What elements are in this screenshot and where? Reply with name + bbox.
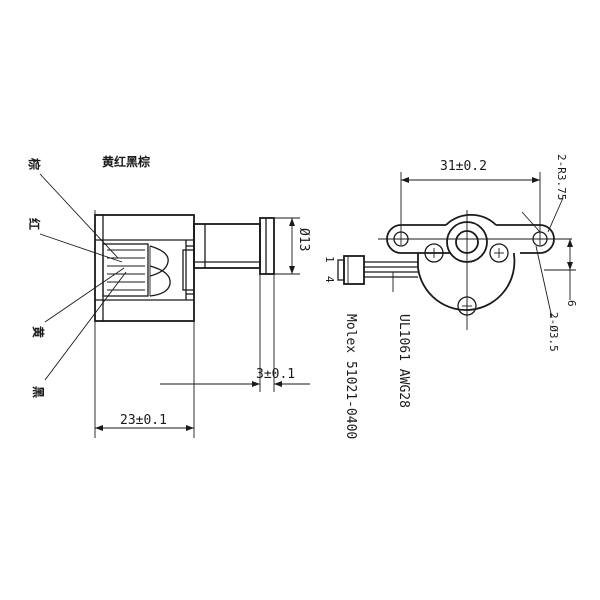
wire-label-brown: 棕 — [27, 157, 42, 170]
wire-label-black: 黑 — [31, 386, 45, 398]
side-view — [39, 173, 310, 438]
dim-offset-label: 6 — [565, 300, 578, 307]
dim-diameter-label: Ø13 — [296, 228, 311, 251]
dim-shaft-label: 3±0.1 — [256, 367, 295, 382]
cable-label: UL1061 AWG28 — [396, 314, 411, 408]
dim-length-label: 23±0.1 — [120, 413, 167, 428]
front-view — [337, 172, 576, 330]
pin-last-label: 4 — [323, 276, 336, 283]
wire-label-yellow: 黄 — [31, 326, 46, 338]
pin-first-label: 1 — [323, 256, 336, 263]
dim-width-label: 31±0.2 — [440, 159, 487, 174]
wire-order-label: 黄红黑棕 — [102, 154, 150, 169]
connector-label: Molex 51021-0400 — [343, 314, 358, 439]
wire-label-red: 红 — [27, 218, 42, 230]
dim-radius-label: 2-R3.75 — [555, 154, 568, 200]
dim-holes-label: 2-Ø3.5 — [547, 312, 560, 352]
